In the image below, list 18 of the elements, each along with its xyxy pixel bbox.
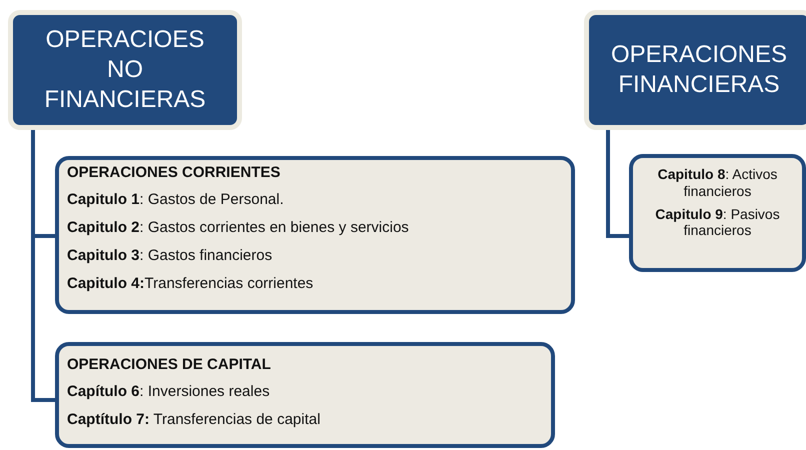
- category-header: [8, 10, 242, 130]
- section-heading: OPERACIONES CORRIENTES: [67, 164, 282, 181]
- chapter-item: Capitulo 4:Transferencias corrientes: [67, 275, 314, 293]
- chapter-item: Capitulo 1: Gastos de Personal.: [67, 191, 285, 209]
- chapter-item: Capitulo 2: Gastos corrientes en bienes y servicios: [67, 219, 410, 237]
- chapter-item: Capítulo 6: Inversiones reales: [67, 383, 271, 401]
- chapter-card: [55, 342, 555, 448]
- category-header: [584, 10, 806, 130]
- chapter-card: [629, 154, 806, 272]
- chapter-item: Captítulo 7: Transferencias de capital: [67, 411, 322, 429]
- connector-line: [606, 130, 629, 238]
- chapter-item: Capitulo 3: Gastos financieros: [67, 247, 274, 265]
- chapter-card: [55, 156, 575, 314]
- section-heading: OPERACIONES DE CAPITAL: [67, 356, 272, 373]
- chapter-item: Capitulo 9: Pasivos financieros: [654, 206, 781, 240]
- chapter-item: Capitulo 8: Activos financieros: [656, 166, 778, 200]
- header-title: OPERACIOES NO FINANCIERAS: [43, 25, 207, 115]
- header-title: OPERACIONES FINANCIERAS: [610, 40, 788, 100]
